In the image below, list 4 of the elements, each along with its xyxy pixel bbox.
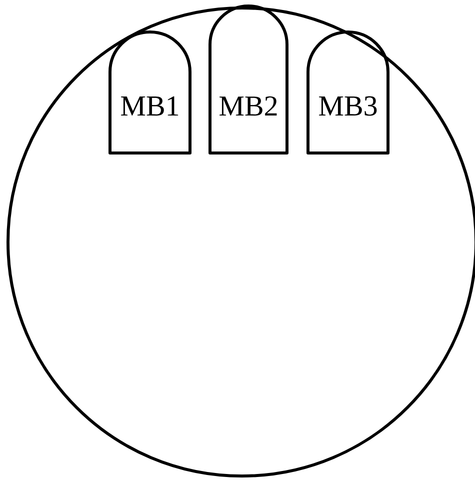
arched-box: MB1 bbox=[108, 30, 192, 154]
arched-box: MB3 bbox=[306, 30, 390, 154]
round-outline bbox=[6, 6, 475, 478]
arched-box: MB2 bbox=[208, 4, 288, 154]
